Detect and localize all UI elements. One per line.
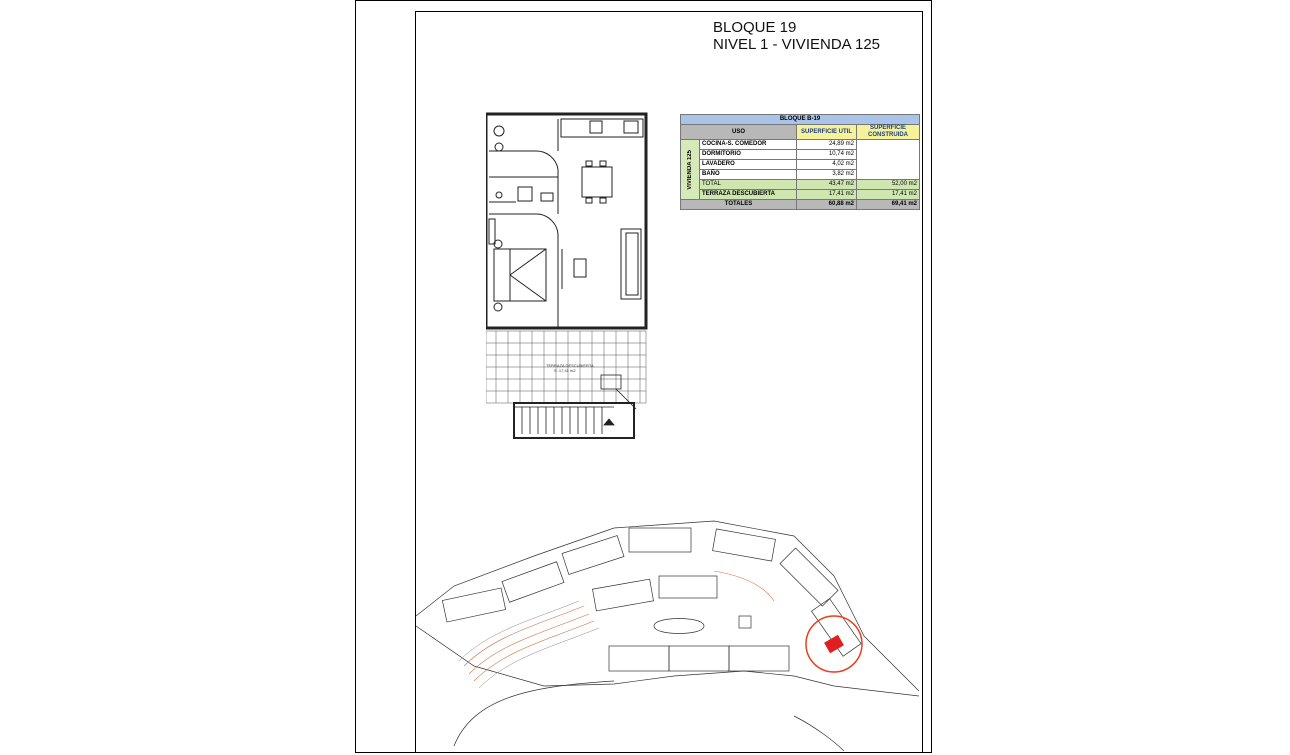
title-block: BLOQUE 19 NIVEL 1 - VIVIENDA 125: [713, 19, 880, 53]
col-superficie-util: SUPERFICIE UTIL: [796, 124, 857, 140]
table-row-uso: DORMITORIO: [699, 149, 797, 160]
title-block-name: BLOQUE 19: [713, 19, 797, 36]
terrace-label: TERRAZA DESCUBIERTA: [546, 363, 594, 368]
table-construida-blank: [856, 139, 920, 180]
table-row-uso: BAÑO: [699, 169, 797, 180]
drawing-sheet: BLOQUE 19 NIVEL 1 - VIVIENDA 125: [355, 0, 932, 753]
table-row-uso: LAVADERO: [699, 159, 797, 170]
floor-plan: TERRAZA DESCUBIERTA S. 17,41 m2: [486, 112, 648, 439]
highlighted-unit: [824, 634, 844, 654]
table-row-util: 3,82 m2: [796, 169, 857, 180]
inner-frame: [415, 11, 923, 753]
title-unit-level: NIVEL 1 - VIVIENDA 125: [713, 36, 881, 53]
totals-label: TOTALES: [680, 199, 797, 210]
table-row-util: 4,02 m2: [796, 159, 857, 170]
totals-construida: 69,41 m2: [856, 199, 920, 210]
col-superficie-construida: SUPERFICIE CONSTRUIDA: [856, 124, 920, 140]
terrace-row-label: TERRAZA DESCUBIERTA: [699, 189, 797, 200]
total-util: 43,47 m2: [796, 179, 857, 190]
table-row-util: 24,89 m2: [796, 139, 857, 150]
terrace-util: 17,41 m2: [796, 189, 857, 200]
table-row-uso: COCINA-S. COMEDOR: [699, 139, 797, 150]
unit-label: VIVIENDA 125: [686, 149, 693, 190]
col-uso: USO: [680, 124, 797, 140]
unit-label-cell: VIVIENDA 125: [680, 139, 700, 200]
total-construida: 52,00 m2: [856, 179, 920, 190]
site-plan: [415, 520, 920, 751]
area-table: BLOQUE B-19 USO SUPERFICIE UTIL SUPERFIC…: [680, 114, 920, 210]
totals-util: 60,88 m2: [796, 199, 857, 210]
table-row-util: 10,74 m2: [796, 149, 857, 160]
total-label: TOTAL: [699, 179, 797, 190]
highlight-circle: [805, 615, 863, 673]
terrace-construida: 17,41 m2: [856, 189, 920, 200]
terrace-area: S. 17,41 m2: [554, 368, 576, 373]
table-block-header: BLOQUE B-19: [680, 114, 920, 125]
